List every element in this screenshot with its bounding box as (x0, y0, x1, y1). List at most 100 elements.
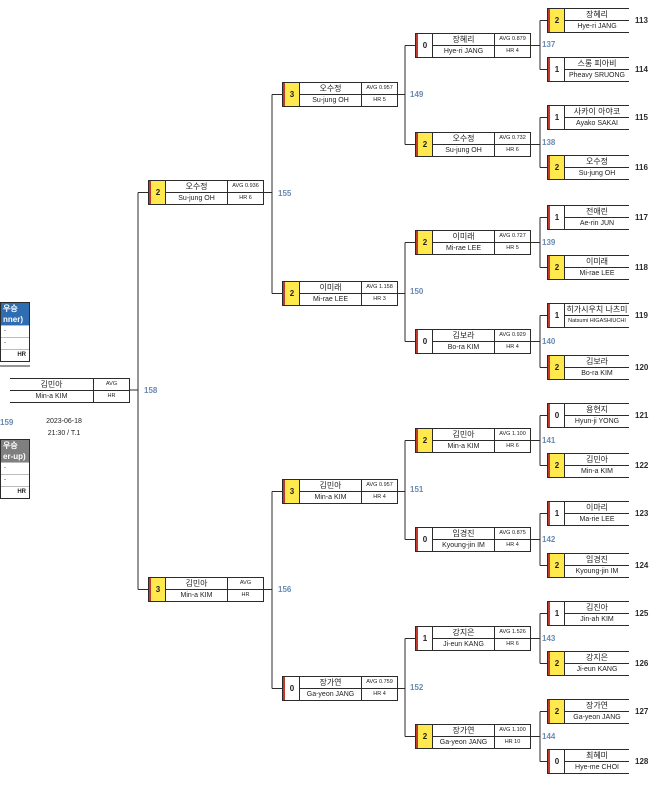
r32-5-bottom-name-kn: 김민아 (565, 454, 629, 466)
r32-3-top-score: 1 (548, 206, 565, 229)
r32-8-match-number: 144 (542, 731, 556, 741)
r16-2-bottom-name-en: Bo-ra KIM (447, 344, 480, 351)
r16-2-bottom-hr: HR 4 (506, 344, 519, 350)
r16-4-top-name-kn: 강지은 (433, 627, 494, 639)
sf-1-top-hr: HR 6 (239, 195, 252, 201)
qf-1-top-name-kn: 오수정 (300, 83, 361, 95)
r32-3-bottom-name-en: Mi-rae LEE (579, 270, 615, 277)
qf-2-bottom-name-kn: 장가연 (300, 677, 361, 689)
r32-8-bottom-score: 0 (548, 750, 565, 773)
winner-name-en: - (1, 337, 29, 349)
qf-1-bottom-name-en: Mi-rae LEE (312, 296, 348, 303)
r32-1-top-name-en: Hye-ri JANG (577, 23, 617, 30)
qf-1-top-avg: AVG 0.957 (362, 83, 397, 95)
r16-1-bottom-avg: AVG 0.732 (495, 133, 530, 145)
r32-3-bottom-seed-number: 118 (635, 263, 648, 272)
r16-2-match-number: 150 (410, 287, 424, 296)
r32-7-top-name-kn: 김진아 (565, 602, 629, 614)
r32-4-top-score: 1 (548, 304, 565, 327)
sf-1-bottom-hr: HR (241, 592, 250, 598)
r32-5-bottom-seed-number: 122 (635, 461, 649, 470)
winner-hr: HR (1, 349, 29, 361)
final-match-number: 159 (0, 418, 14, 427)
runner-up-subtitle: er-up) (3, 452, 26, 461)
r32-3-top-name-kn: 전애린 (565, 206, 629, 218)
sf-1-bottom-avg: AVG (228, 578, 263, 590)
runner-up-result-title: 우승 er-up) (1, 440, 29, 462)
r32-4-bottom-name-kn: 김보라 (565, 356, 629, 368)
r32-1-bottom-name-en: Pheavy SRUONG (568, 72, 626, 79)
final-player-name-kn: 김민아 (10, 379, 93, 391)
r16-3-bottom-score: 0 (416, 528, 433, 551)
qf-2-bottom-avg: AVG 0.759 (362, 677, 397, 689)
r32-5-top-seed-number: 121 (635, 411, 649, 420)
r32-2-bottom-score: 2 (548, 156, 565, 179)
r16-3-match-number: 151 (410, 485, 424, 494)
r32-2-top-name-kn: 사카이 아야코 (565, 106, 629, 118)
winner-name-kn: - (1, 325, 29, 337)
r16-4-bottom-name-kn: 장가연 (433, 725, 494, 737)
r32-1-top-score: 2 (548, 9, 565, 32)
r32-5-top-name-en: Hyun-ji YONG (574, 418, 620, 425)
r32-4-bottom-seed-number: 120 (635, 363, 649, 372)
final-match-card[interactable]: 김민아 Min-a KIM AVG HR (10, 378, 130, 403)
r32-5-bottom-name-en: Min-a KIM (581, 468, 613, 475)
r32-5-top-name-kn: 용현지 (565, 404, 629, 416)
qf-1-match-number: 155 (278, 189, 292, 198)
r16-1-top-avg: AVG 0.879 (495, 34, 530, 46)
r16-2-top-score: 2 (416, 231, 433, 254)
final-stats: AVG HR (94, 379, 129, 402)
r16-4-top-score: 1 (416, 627, 433, 650)
qf-2-top-name-kn: 김민아 (300, 480, 361, 492)
r16-1-top-hr: HR 4 (506, 48, 519, 54)
runner-up-hr: HR (1, 486, 29, 498)
r32-6-top-name-en: Ma-rie LEE (579, 516, 615, 523)
sf-1-top-name-en: Su-jung OH (178, 195, 215, 202)
final-schedule: 2023-06-18 21:30 / T.1 (34, 416, 94, 440)
r32-5-top-names: 용현지 Hyun-ji YONG (565, 404, 629, 427)
r16-1-top-score: 0 (416, 34, 433, 57)
qf-2-bottom-hr: HR 4 (373, 691, 386, 697)
final-time: 21:30 / T.1 (47, 430, 81, 437)
r32-8-top-name-en: Ga-yeon JANG (573, 714, 621, 721)
